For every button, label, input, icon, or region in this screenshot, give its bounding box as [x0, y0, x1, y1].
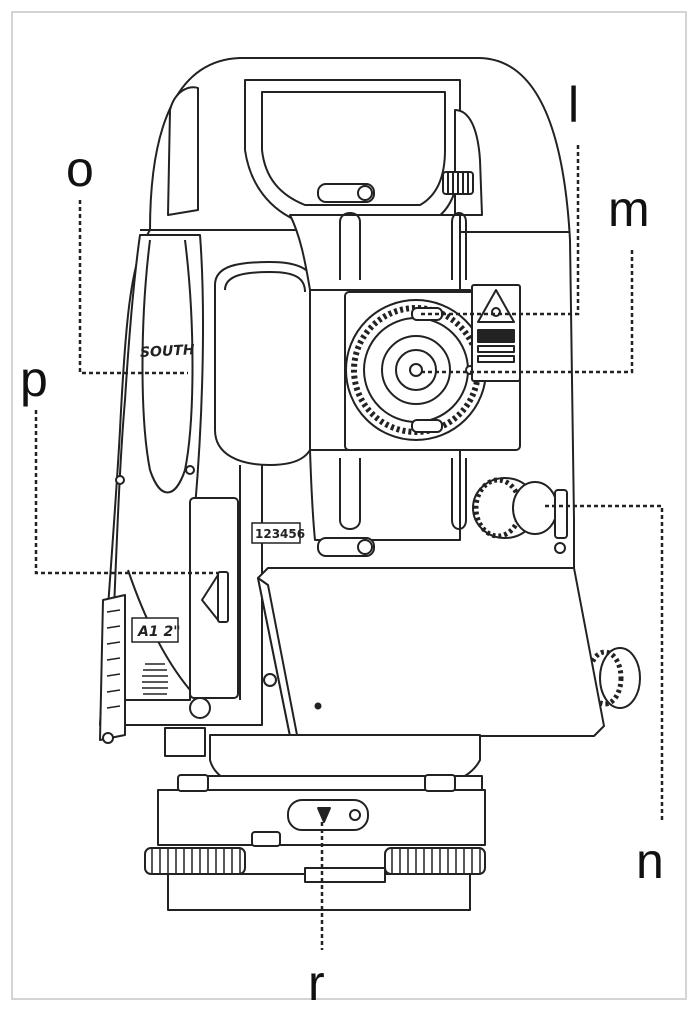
callout-m: m — [608, 181, 650, 237]
tribrach-clamp — [287, 799, 369, 831]
callout-n: n — [636, 833, 664, 889]
foot-screw-right — [384, 847, 486, 875]
leader-p — [34, 410, 218, 575]
leader-o — [78, 200, 188, 375]
telescope-focus-drum — [214, 261, 316, 466]
leader-l — [418, 145, 580, 316]
side-keypad-strip — [99, 594, 126, 741]
callout-r: r — [308, 955, 325, 1011]
callout-l: l — [568, 77, 579, 133]
tribrach-top — [164, 727, 206, 757]
callout-o: o — [66, 141, 94, 197]
model-plate: A1 2" — [137, 624, 181, 640]
leader-n — [545, 504, 664, 822]
foot-screw-left — [144, 847, 246, 875]
leader-m — [422, 250, 634, 374]
callout-p: p — [20, 351, 48, 407]
brand-mark: SOUTH — [140, 342, 196, 361]
callout-leaders — [34, 145, 664, 950]
serial-plate: 123456 — [255, 527, 305, 541]
display-panel — [257, 567, 605, 737]
speaker-grille — [142, 663, 168, 701]
instrument-drawing — [99, 57, 641, 911]
horizontal-tangent-knob — [472, 477, 568, 554]
